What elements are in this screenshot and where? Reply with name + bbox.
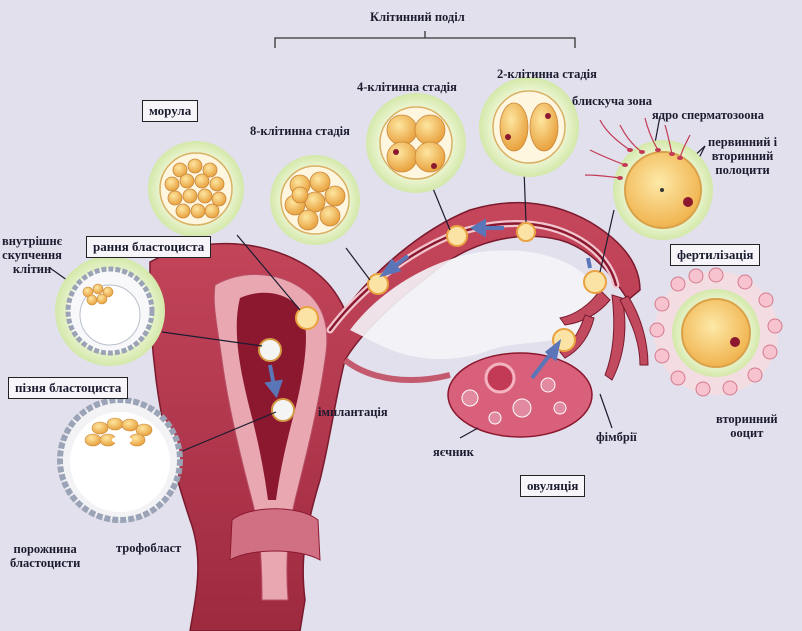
morula-label: морула	[142, 100, 199, 122]
fertilization-label: фертилізація	[670, 244, 761, 266]
cell-division-label: Клітинний поділ	[370, 10, 465, 24]
embryo-path	[258, 222, 607, 422]
late-blastocyst-label: пізня бластоциста	[8, 377, 129, 399]
two-cell-illustration	[479, 77, 579, 177]
fimbriae-shape	[559, 289, 649, 381]
fimbriae-label: фімбрії	[596, 430, 637, 444]
secondary-oocyte-label: вторинний ооцит	[716, 412, 778, 440]
eight-cell-illustration	[270, 155, 360, 245]
movement-arrows	[264, 218, 592, 399]
late-blastocyst-illustration	[57, 397, 183, 523]
inner-cell-mass-label: внутрішнє скупчення клітин	[2, 234, 63, 276]
sperm-nucleus-label: ядро сперматозоона	[652, 108, 764, 122]
morula-illustration	[148, 141, 244, 237]
secondary-oocyte-illustration	[649, 267, 783, 397]
implantation-label: імплантація	[318, 405, 388, 419]
blastocyst-cavity-label: порожнина бластоцисти	[10, 542, 81, 570]
trophoblast-label: трофобласт	[116, 541, 182, 555]
two-cell-stage-label: 2-клітинна стадія	[497, 67, 597, 81]
ovary	[447, 352, 593, 438]
four-cell-illustration	[366, 93, 466, 193]
four-cell-stage-label: 4-клітинна стадія	[357, 80, 457, 94]
eight-cell-stage-label: 8-клітинна стадія	[250, 124, 350, 138]
cell-division-bracket	[274, 31, 576, 48]
ovulation-label: овуляція	[520, 475, 586, 497]
fertilized-egg-illustration	[584, 117, 713, 240]
early-blastocyst-label: рання бластоциста	[86, 236, 212, 258]
polocytes-label: первинний і вторинний полоцити	[708, 135, 778, 177]
uterus	[149, 201, 649, 631]
zona-pellucida-label: блискуча зона	[572, 94, 653, 108]
ovary-label: яєчник	[433, 445, 474, 459]
early-blastocyst-illustration	[55, 256, 165, 366]
